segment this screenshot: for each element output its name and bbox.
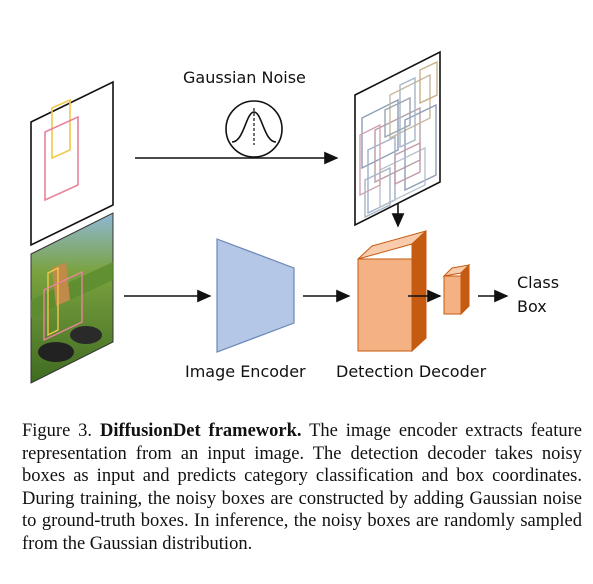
image-encoder-label: Image Encoder [185, 362, 306, 381]
noisy-boxes-panel [354, 50, 441, 227]
box-label: Box [517, 297, 547, 316]
input-image [30, 212, 114, 384]
gaussian-curve-icon [225, 100, 283, 158]
image-encoder-block [216, 238, 295, 353]
figure-caption: Figure 3. DiffusionDet framework. The im… [22, 420, 582, 555]
caption-text: The image encoder extracts feature repre… [22, 421, 582, 554]
gt-boxes-panel [30, 80, 114, 247]
detection-decoder-block [357, 229, 427, 353]
diagram: Gaussian Noise Image Encoder Detection D… [30, 50, 560, 384]
caption-title: DiffusionDet framework. [99, 421, 302, 441]
arrows [124, 151, 509, 303]
detection-decoder-label: Detection Decoder [336, 362, 487, 381]
output-head-block [442, 263, 471, 316]
caption-prefix: Figure 3. [22, 421, 93, 441]
class-label: Class [517, 273, 560, 292]
gaussian-noise-label: Gaussian Noise [183, 68, 306, 87]
